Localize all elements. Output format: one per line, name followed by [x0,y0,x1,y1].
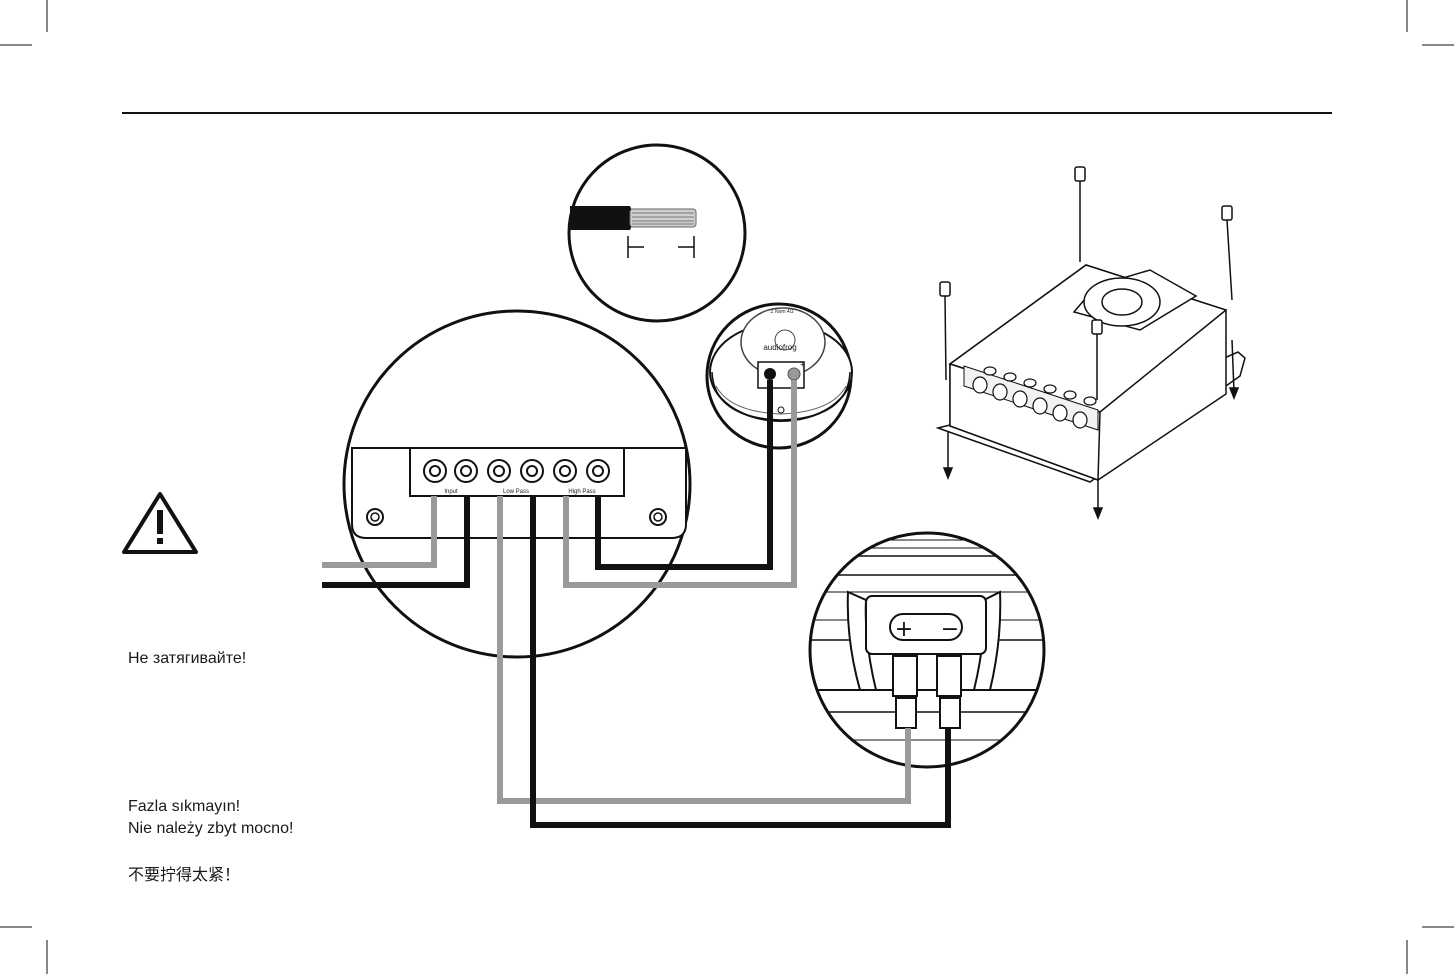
label-high-pass: High Pass [568,489,595,495]
label-low-pass: Low Pass [503,489,529,495]
crossover-detail: Input Low Pass High Pass [344,311,690,657]
wire-strip-detail [569,145,745,321]
tweeter-detail: Z Nom 4Ω audiofrog + [707,304,852,448]
warning-text-tr: Fazla sıkmayın! [128,796,240,818]
tweeter-brand: audiofrog [763,343,796,352]
tweeter-plus: + [800,360,805,369]
crossover-mounting-illustration [938,167,1245,518]
tweeter-impedance: Z Nom 4Ω [771,309,794,315]
warning-text-pl: Nie należy zbyt mocno! [128,818,293,840]
woofer-terminal-detail: + − [800,533,1050,767]
warning-text-zh: 不要拧得太紧！ [128,864,240,886]
label-input: Input [444,489,458,495]
woofer-plus: + [895,617,913,642]
woofer-minus: − [941,617,959,642]
warning-icon [124,494,196,552]
warning-text-ru: Не затягивайте! [128,648,246,670]
